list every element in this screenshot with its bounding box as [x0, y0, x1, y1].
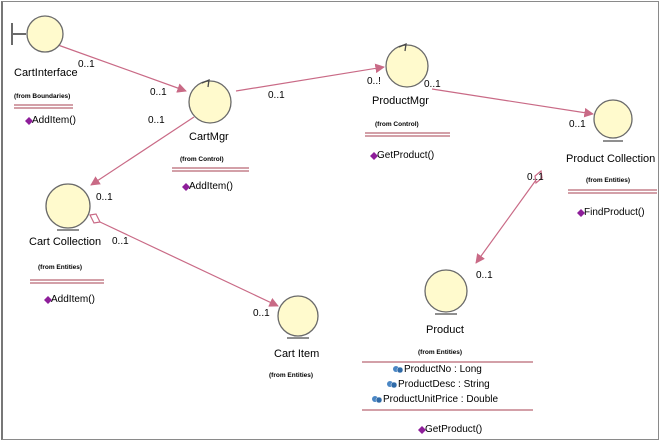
- class-package-cartitem: (from Entities): [269, 372, 314, 379]
- entity-class-icon-productcollection[interactable]: [593, 99, 633, 142]
- operation-product-getproduct[interactable]: GetProduct(): [425, 424, 483, 435]
- attribute-icon: [393, 366, 403, 374]
- multiplicity-label: 0..1: [148, 115, 165, 126]
- operation-icon: [370, 152, 378, 160]
- multiplicity-label: 0..1: [150, 87, 167, 98]
- multiplicity-label: 0..1: [569, 119, 586, 130]
- operation-cartcollection-additem[interactable]: AddItem(): [51, 294, 95, 305]
- control-class-icon-cartmgr[interactable]: [188, 78, 232, 124]
- entity-class-icon-product[interactable]: [424, 269, 468, 315]
- class-name-cartcollection: Cart Collection: [29, 236, 102, 248]
- entity-class-icon-cartcollection[interactable]: [45, 183, 91, 231]
- operation-cartmgr-additem[interactable]: AddItem(): [189, 181, 233, 192]
- class-name-productmgr: ProductMgr: [372, 95, 429, 107]
- class-package-productmgr: (from Control): [375, 121, 419, 128]
- class-package-cartinterface: (from Boundaries): [14, 93, 71, 100]
- operation-icon: [44, 296, 52, 304]
- attribute-icon: [387, 381, 397, 389]
- attribute-icon: [372, 396, 382, 404]
- multiplicity-label: 0..1: [253, 308, 270, 319]
- operation-icon: [418, 426, 426, 434]
- class-package-productcollection: (from Entities): [586, 177, 631, 184]
- multiplicity-label: 0..1: [96, 192, 113, 203]
- multiplicity-label: 0..1: [78, 59, 95, 70]
- multiplicity-label: 0..1: [527, 172, 544, 183]
- attribute-productno[interactable]: ProductNo : Long: [404, 364, 482, 375]
- control-class-icon-productmgr[interactable]: [385, 42, 429, 88]
- class-name-cartinterface: CartInterface: [14, 67, 78, 79]
- class-package-cartcollection: (from Entities): [38, 264, 83, 271]
- association-cartmgr-productmgr[interactable]: [235, 63, 385, 92]
- association-cartmgr-cartcollection[interactable]: [90, 116, 195, 186]
- association-productmgr-productcollection[interactable]: [431, 88, 594, 118]
- class-package-cartmgr: (from Control): [180, 156, 224, 163]
- class-name-product: Product: [426, 324, 464, 336]
- operation-icon: [182, 183, 190, 191]
- association-cartcollection-cartitem[interactable]: [99, 221, 279, 307]
- attribute-productunitprice[interactable]: ProductUnitPrice : Double: [383, 394, 499, 405]
- multiplicity-label: 0..1: [424, 79, 441, 90]
- operation-productcollection-findproduct[interactable]: FindProduct(): [584, 207, 645, 218]
- class-package-product: (from Entities): [418, 349, 463, 356]
- aggregation-diamond-productcollection: [534, 169, 543, 185]
- multiplicity-label: 0..1: [112, 236, 129, 247]
- multiplicity-label: 0..1: [476, 270, 493, 281]
- entity-class-icon-cartitem[interactable]: [277, 295, 319, 339]
- boundary-class-icon[interactable]: [11, 15, 64, 53]
- association-cartinterface-cartmgr[interactable]: [57, 44, 187, 93]
- aggregation-diamond-cartcollection: [89, 213, 101, 224]
- attribute-productdesc[interactable]: ProductDesc : String: [398, 379, 490, 390]
- operation-productmgr-getproduct[interactable]: GetProduct(): [377, 150, 435, 161]
- operation-cartinterface-additem[interactable]: AddItem(): [32, 115, 76, 126]
- multiplicity-label: 0..!: [367, 76, 381, 87]
- compartment-separators: [14, 104, 657, 411]
- operation-icon: [577, 209, 585, 217]
- class-name-cartitem: Cart Item: [274, 348, 320, 360]
- class-name-cartmgr: CartMgr: [189, 131, 229, 143]
- operation-icon: [25, 117, 33, 125]
- association-productcollection-product[interactable]: [475, 179, 537, 264]
- multiplicity-label: 0..1: [268, 90, 285, 101]
- class-name-productcollection: Product Collection: [566, 153, 656, 165]
